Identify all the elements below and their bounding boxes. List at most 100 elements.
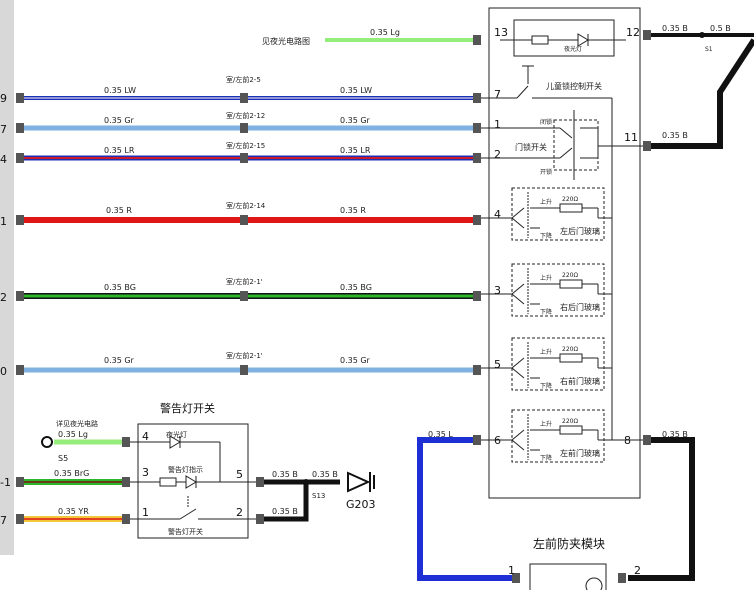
- connector-terminal: [473, 35, 481, 45]
- up-label: 上升: [540, 274, 552, 282]
- wire-label: 0.35 Gr: [104, 116, 135, 125]
- window-resistor: [559, 279, 583, 289]
- wire-label: 0.5 B: [710, 24, 731, 33]
- edge-number: -1: [0, 476, 11, 489]
- pin-number: 4: [494, 208, 501, 221]
- left-margin-strip: [0, 0, 14, 555]
- lamp-resistor: [531, 35, 549, 45]
- splice-label: S5: [58, 454, 68, 463]
- wire-label: 0.35 Lg: [58, 430, 88, 439]
- warn-switch-bottom-label: 警告灯开关: [168, 527, 203, 536]
- unlock-label: 开锁: [540, 168, 552, 176]
- edge-number: 7: [0, 123, 7, 136]
- connector-label: 室/左前2-5: [226, 75, 261, 84]
- warn-switch-contact: [179, 508, 197, 520]
- door-lock-label: 门锁开关: [515, 142, 547, 152]
- window-label: 左前门玻璃: [560, 448, 600, 458]
- night-light-lamp-label: 夜光灯: [166, 430, 187, 439]
- connector-label: 室/左前2-1': [226, 351, 263, 360]
- window-resistor: [559, 353, 583, 363]
- night-light-lamp-box: [513, 19, 615, 57]
- warning-switch-title: 警告灯开关: [160, 401, 215, 415]
- up-label: 上升: [540, 198, 552, 206]
- window-resistor: [559, 203, 583, 213]
- pin-number: 1: [494, 118, 501, 131]
- warn-indicator-label: 警告灯指示: [168, 465, 203, 474]
- child-lock-label: 儿童锁控制开关: [546, 81, 602, 91]
- edge-number: 9: [0, 92, 7, 105]
- splice-point: [699, 32, 705, 38]
- pin-number: 5: [236, 468, 243, 481]
- window-label: 右前门玻璃: [560, 376, 600, 386]
- warn-night-led-icon: [169, 435, 181, 449]
- wire-label: 0.35 L: [428, 430, 453, 439]
- wire-label: 0.35 Gr: [104, 356, 135, 365]
- down-label: 下降: [540, 232, 552, 240]
- warn-indicator-led-icon: [185, 475, 197, 489]
- pin-number: 5: [494, 358, 501, 371]
- down-label: 下降: [540, 382, 552, 390]
- connector-terminal: [512, 573, 520, 583]
- edge-number: 4: [0, 153, 7, 166]
- resistor-label: 220Ω: [562, 418, 578, 425]
- pin-number: 2: [236, 506, 243, 519]
- splice-label: S13: [312, 492, 325, 500]
- wire-label: 0.35 B: [272, 470, 298, 479]
- resistor-label: 220Ω: [562, 346, 578, 353]
- up-contact: [511, 357, 525, 369]
- connector-terminal: [643, 435, 651, 445]
- connector-terminal: [618, 573, 626, 583]
- pin-number: 11: [624, 131, 638, 144]
- connector-label: 室/左前2-14: [226, 201, 266, 210]
- anti-pinch-module-title: 左前防夹模块: [533, 536, 605, 551]
- connector-terminal: [473, 435, 481, 445]
- pin-number: 12: [626, 26, 640, 39]
- wire-label: 0.35 Lg: [370, 28, 400, 37]
- night-light-small-label: 夜光灯: [564, 45, 582, 53]
- window-label: 右后门玻璃: [560, 302, 600, 312]
- ground-label: G203: [346, 498, 376, 511]
- pin-number: 4: [142, 430, 149, 443]
- pin-number: 3: [142, 466, 149, 479]
- wire-label: 0.35 BG: [340, 283, 372, 292]
- warn-pin2-wire: [264, 482, 309, 522]
- window-label: 左后门玻璃: [560, 226, 600, 236]
- wire-label: 0.35 B: [312, 470, 338, 479]
- pin11-ground-wire: [651, 38, 754, 149]
- child-lock-contact: [516, 85, 529, 99]
- pin-number: 7: [494, 88, 501, 101]
- connector-label: 室/左前2-12: [226, 111, 265, 120]
- pin-number: 2: [494, 148, 501, 161]
- pin-number: 1: [508, 564, 515, 577]
- window-switch-box: [511, 263, 605, 317]
- warning-switch-box: [137, 423, 249, 539]
- wire-label: 0.35 Gr: [340, 116, 371, 125]
- lock-label: 闭锁: [540, 118, 552, 126]
- splice-point: [303, 479, 309, 485]
- door-lock-contact: [559, 147, 573, 159]
- up-contact: [511, 283, 525, 295]
- wire-label: 0.35 BG: [104, 283, 136, 292]
- connector-label: 室/左前2-1': [226, 277, 263, 286]
- down-contact: [511, 367, 525, 379]
- edge-number: 7: [0, 514, 7, 527]
- window-switch-box: [511, 409, 605, 463]
- see-night-light-label: 详见夜光电路: [56, 419, 98, 428]
- wire-label: 0.35 LW: [104, 86, 136, 95]
- resistor-label: 220Ω: [562, 272, 578, 279]
- warn-resistor: [159, 477, 177, 487]
- down-label: 下降: [540, 308, 552, 316]
- edge-number: 1: [0, 215, 7, 228]
- pin-number: 3: [494, 284, 501, 297]
- window-switch-box: [511, 187, 605, 241]
- up-label: 上升: [540, 348, 552, 356]
- row-terminals: [16, 93, 481, 375]
- up-label: 上升: [540, 420, 552, 428]
- down-contact: [511, 217, 525, 229]
- door-lock-contact: [559, 127, 573, 139]
- module-motor-icon: [585, 577, 603, 594]
